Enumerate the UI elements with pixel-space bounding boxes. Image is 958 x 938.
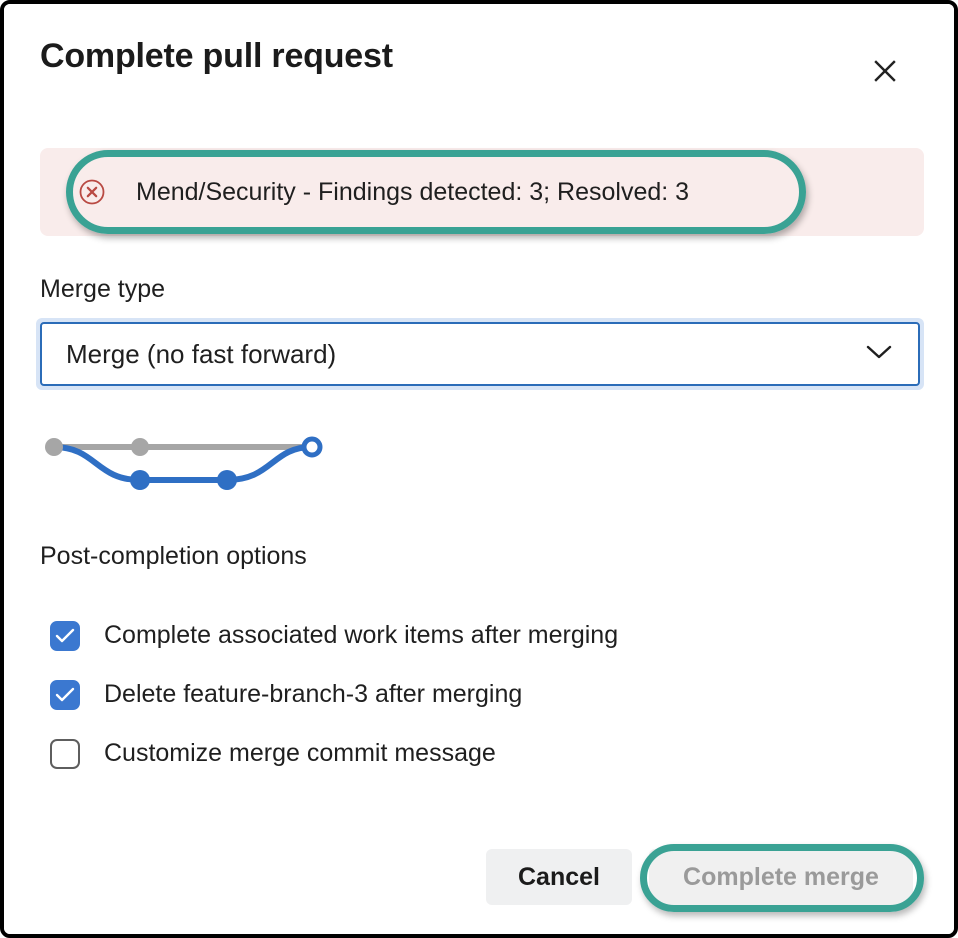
merge-type-select-focus-ring: Merge (no fast forward) [36,318,924,390]
policy-error-banner: Mend/Security - Findings detected: 3; Re… [40,148,924,236]
option-delete-branch[interactable]: Delete feature-branch-3 after merging [50,665,850,724]
policy-error-text: Mend/Security - Findings detected: 3; Re… [136,177,690,206]
checkbox-complete-work-items[interactable] [50,620,80,651]
complete-merge-button[interactable]: Complete merge [649,849,913,905]
option-label: Customize merge commit message [104,739,496,767]
post-completion-options-list: Complete associated work items after mer… [50,606,850,783]
cancel-button[interactable]: Cancel [486,849,632,905]
error-circle-x-icon [78,178,106,206]
merge-no-fast-forward-diagram [36,428,328,498]
checkbox-customize-commit-message[interactable] [50,738,80,769]
option-customize-commit-message[interactable]: Customize merge commit message [50,724,850,783]
post-completion-options-title: Post-completion options [40,542,307,570]
page-title: Complete pull request [40,37,393,75]
merge-type-label: Merge type [40,275,166,303]
option-label: Delete feature-branch-3 after merging [104,680,523,708]
merge-type-select[interactable]: Merge (no fast forward) [40,322,920,386]
option-complete-work-items[interactable]: Complete associated work items after mer… [50,606,850,665]
chevron-down-icon [864,343,894,366]
merge-type-selected-value: Merge (no fast forward) [66,338,337,369]
checkbox-delete-branch[interactable] [50,679,80,710]
close-icon[interactable] [868,54,902,88]
complete-pull-request-dialog: Complete pull request Mend/Security - Fi… [4,4,954,934]
option-label: Complete associated work items after mer… [104,621,619,649]
